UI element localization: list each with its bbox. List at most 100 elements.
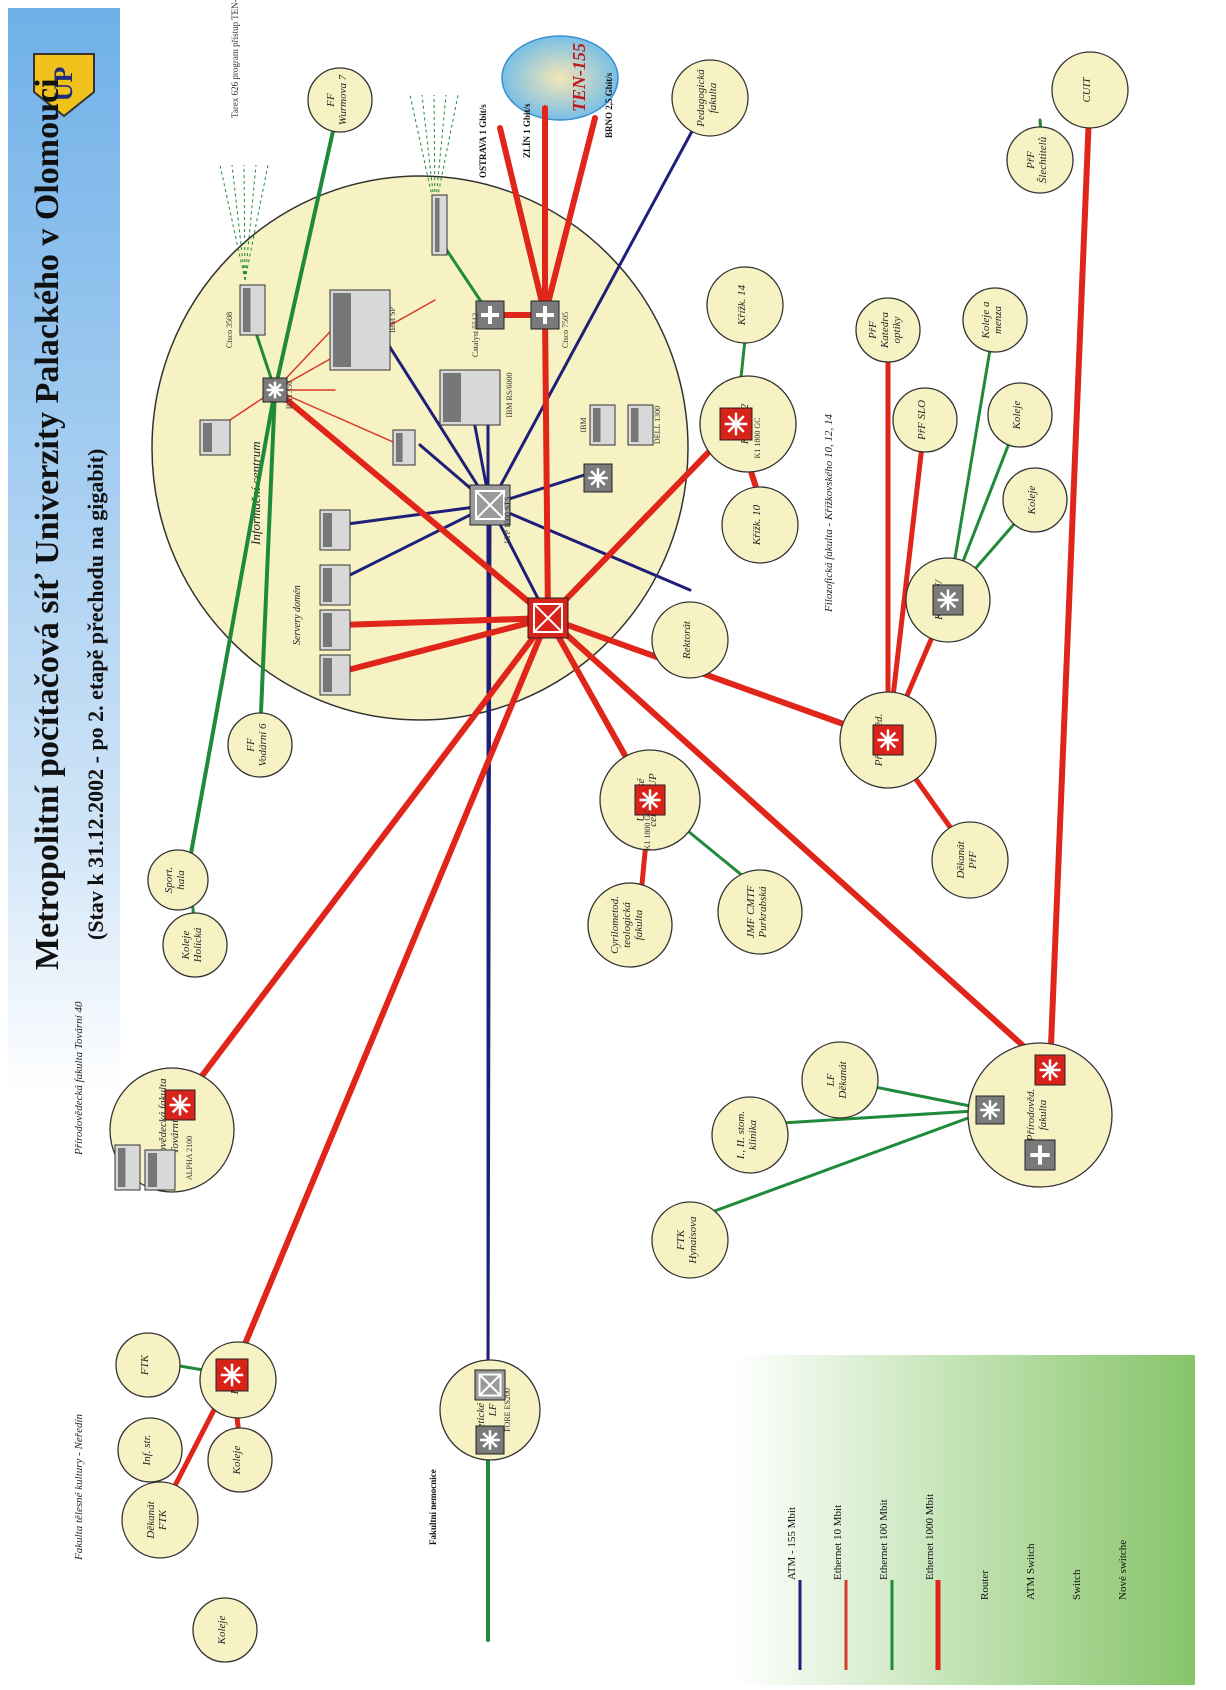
fn-label: Fakultní nemocnice (428, 1469, 438, 1545)
kolej-a-circle (962, 287, 1028, 353)
router-7505-plus-icon (536, 306, 554, 324)
gig-link-ostrava (497, 125, 548, 318)
server-srv1-panel (323, 513, 332, 547)
kolej-a-label: Koleje amenza (980, 301, 1004, 339)
prf-katedra-circle (855, 297, 921, 363)
wireless-link (434, 94, 459, 211)
label-7505: Cisco 7505 (561, 312, 570, 348)
inf-str-circle (117, 1417, 183, 1483)
dekanat-ftk-label: DěkanátFTK (145, 1500, 169, 1539)
router-catalyst-plus-icon (481, 306, 499, 324)
legend-background (735, 1355, 1195, 1685)
eth100-link-wurmova (273, 98, 342, 392)
page-title: Metropolitní počítačová síť Univerzity P… (29, 78, 66, 970)
server-ibm-panel (593, 408, 601, 442)
legend-label-new-switch: Nové switche (1117, 1540, 1129, 1600)
atm-switch-ic-cross-icon (475, 490, 505, 520)
label-catalyst: Catalyst 5512 (471, 313, 480, 357)
server-srv2-panel (323, 568, 332, 602)
legend-label-router: Router (979, 1570, 991, 1600)
label-cisco3508: Cisco 3508 (225, 312, 234, 348)
atm-link-pedf (488, 96, 712, 507)
server-cisco2621-panel (435, 198, 440, 252)
klinika-label: I., II. stom.klinika (735, 1111, 759, 1160)
zlin-label: ZLÍN 1 Gbit/s (522, 103, 532, 158)
cmtf-circle (587, 882, 673, 968)
switch-ftk-star-icon (220, 1363, 244, 1387)
eth100-link-lf-klin (748, 1108, 992, 1127)
eth100-link-vodarni (258, 388, 277, 737)
gig-link-krizk12 (545, 421, 739, 621)
label-ibm-rs: IBM RS/6000 (505, 372, 514, 417)
ftk-title: Fakulta tělesné kultury - Neředín (73, 1413, 85, 1561)
legend-label-eth100: Ethernet 100 Mbit (878, 1499, 890, 1580)
koleje-ftk2-circle (192, 1597, 258, 1663)
wireless-link (231, 164, 246, 281)
label-k1: K1 1800 GC (753, 418, 762, 459)
wireless-link (434, 94, 447, 211)
koleje-2-circle (1002, 467, 1068, 533)
jmf-cmtf-label: JMF CMTFPurkrabská (745, 885, 769, 938)
koleje-1-label: Koleje (1011, 401, 1023, 431)
gig-link-brno (542, 115, 598, 318)
inf-str-label: Inf. str. (141, 1435, 153, 1467)
prf-katedra-label: PřFKatedraoptiky (867, 311, 903, 349)
prf-slo-label: PřF SLO (916, 400, 928, 441)
wireless-link (243, 164, 246, 281)
label-bay: BAY350 (285, 381, 294, 409)
atm-switch-lf-frame (478, 1373, 502, 1397)
legend-label-eth10: Ethernet 10 Mbit (832, 1505, 844, 1580)
server-ic-pc-panel (203, 423, 212, 452)
krizk-10-label: Křížk. 10 (751, 504, 763, 546)
klinika-circle (711, 1096, 789, 1174)
ftk-circle (115, 1332, 181, 1398)
atm-switch-lf-cross-icon (478, 1373, 502, 1397)
legend-label-eth1000: Ethernet 1000 Mbit (924, 1494, 936, 1580)
ftk-hynaisova-circle (651, 1201, 729, 1279)
gig-link-lf (545, 615, 1053, 1073)
server-prf17-2-panel (118, 1148, 126, 1187)
prf-tr17-title: Přírodovědecká fakulta Tovární 40 (73, 1001, 85, 1156)
atm-link-srv1 (338, 503, 492, 527)
lf-fak-circle (967, 1042, 1113, 1188)
gig-link-prf17 (177, 615, 551, 1108)
ff-vodarni-label: FFVodární 6 (245, 723, 269, 767)
ten155-cloud (501, 35, 619, 121)
brno-label: BRNO 2,5 Gbit/s (604, 72, 614, 138)
server-ibm-rs-panel (443, 373, 461, 422)
ff-wurmova-label: FFWurmova 7 (325, 74, 349, 125)
ff-kriz-title: Filozofická fakulta - Křížkovského 10, 1… (823, 414, 835, 613)
lf-fak-label: Přírodověd.fakulta (1025, 1089, 1049, 1142)
ftk-label: FTK (139, 1354, 151, 1376)
atm-link-srv2 (338, 503, 492, 582)
switch-prf17-star-icon (169, 1094, 191, 1116)
eth100-link-kos-a (946, 318, 997, 602)
wireless-link (409, 94, 436, 211)
prf-slechtitelu-label: PřFŠlechtitelů (1025, 136, 1049, 183)
rektorat-circle (651, 601, 729, 679)
ten155-label: TEN-155 (569, 43, 589, 112)
atm-link-rektorat (488, 503, 692, 592)
atm-switch-ic-frame (475, 490, 505, 520)
server-cisco3508-panel (243, 288, 251, 332)
switch-lf-star-icon (980, 1100, 1000, 1120)
koleje-ftk-label: Koleje (231, 1446, 243, 1476)
ftk-hynaisova-label: FTKHynaisova (675, 1216, 699, 1265)
switch-ibm-star-icon (588, 468, 608, 488)
lf-dekanat-circle (801, 1041, 879, 1119)
sport-hala-label: Sport.hala (163, 867, 187, 894)
gig-link-ftk (229, 615, 551, 1378)
gig-link-bay (272, 387, 551, 621)
cmtf-label: Cyrilometod.teologickáfakulta (609, 896, 645, 954)
koleje-holice-circle (162, 912, 228, 978)
pedf-circle (671, 59, 749, 137)
server-tiger-panel (396, 433, 403, 462)
ten-note: Tarex 626 program přístup TEN-155, pro p… (230, 0, 240, 118)
server-ibm-sp-panel (333, 293, 351, 367)
server-srv3-panel (323, 613, 332, 647)
server-alpha-panel (148, 1153, 157, 1187)
server-dell-panel (631, 408, 639, 442)
label-fore: FORE ES200 (503, 1388, 512, 1432)
gig-link-cuit (1047, 87, 1093, 1073)
